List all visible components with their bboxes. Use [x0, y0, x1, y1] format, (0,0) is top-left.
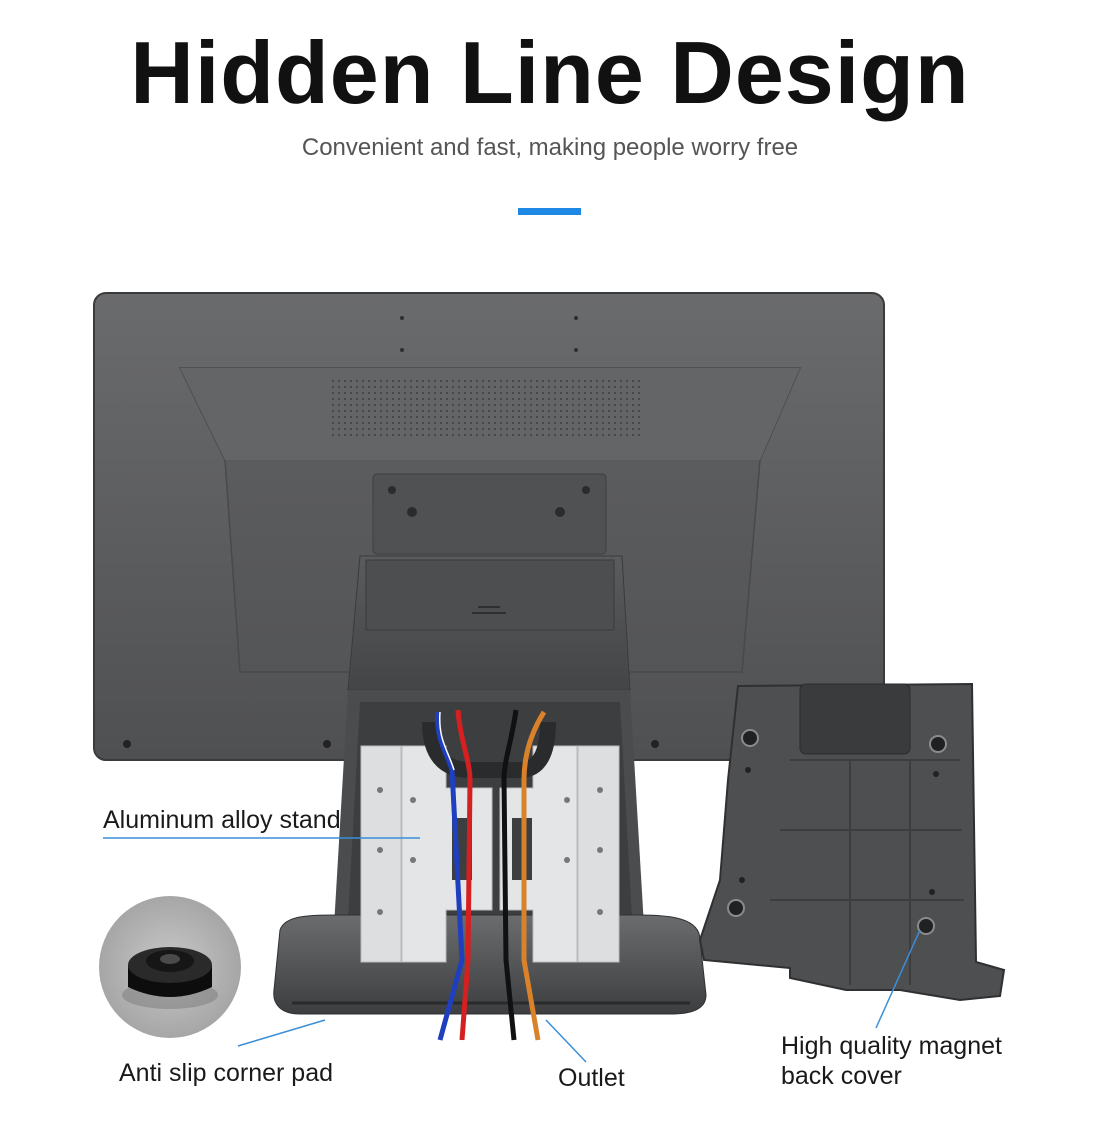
- callout-outlet: Outlet: [558, 1064, 625, 1092]
- callout-anti-slip-pad: Anti slip corner pad: [119, 1059, 334, 1087]
- page-subtitle: Convenient and fast, making people worry…: [301, 134, 799, 161]
- callout-lines: [103, 837, 921, 1063]
- page-title: Hidden Line Design: [130, 23, 970, 122]
- aluminum-stand-plate: [360, 745, 620, 963]
- callout-back-cover: High quality magnet back cover: [781, 1031, 1002, 1091]
- accent-divider: [518, 208, 581, 215]
- magnet-back-cover: [698, 682, 1006, 1002]
- callout-aluminum-stand: Aluminum alloy stand: [103, 806, 341, 834]
- anti-slip-pad-photo: [99, 896, 241, 1038]
- callout-back-cover-line2: back cover: [781, 1062, 902, 1090]
- vesa-mount: [347, 473, 631, 691]
- cable-bundle: [422, 709, 556, 1041]
- callout-back-cover-line1: High quality magnet: [781, 1032, 1002, 1060]
